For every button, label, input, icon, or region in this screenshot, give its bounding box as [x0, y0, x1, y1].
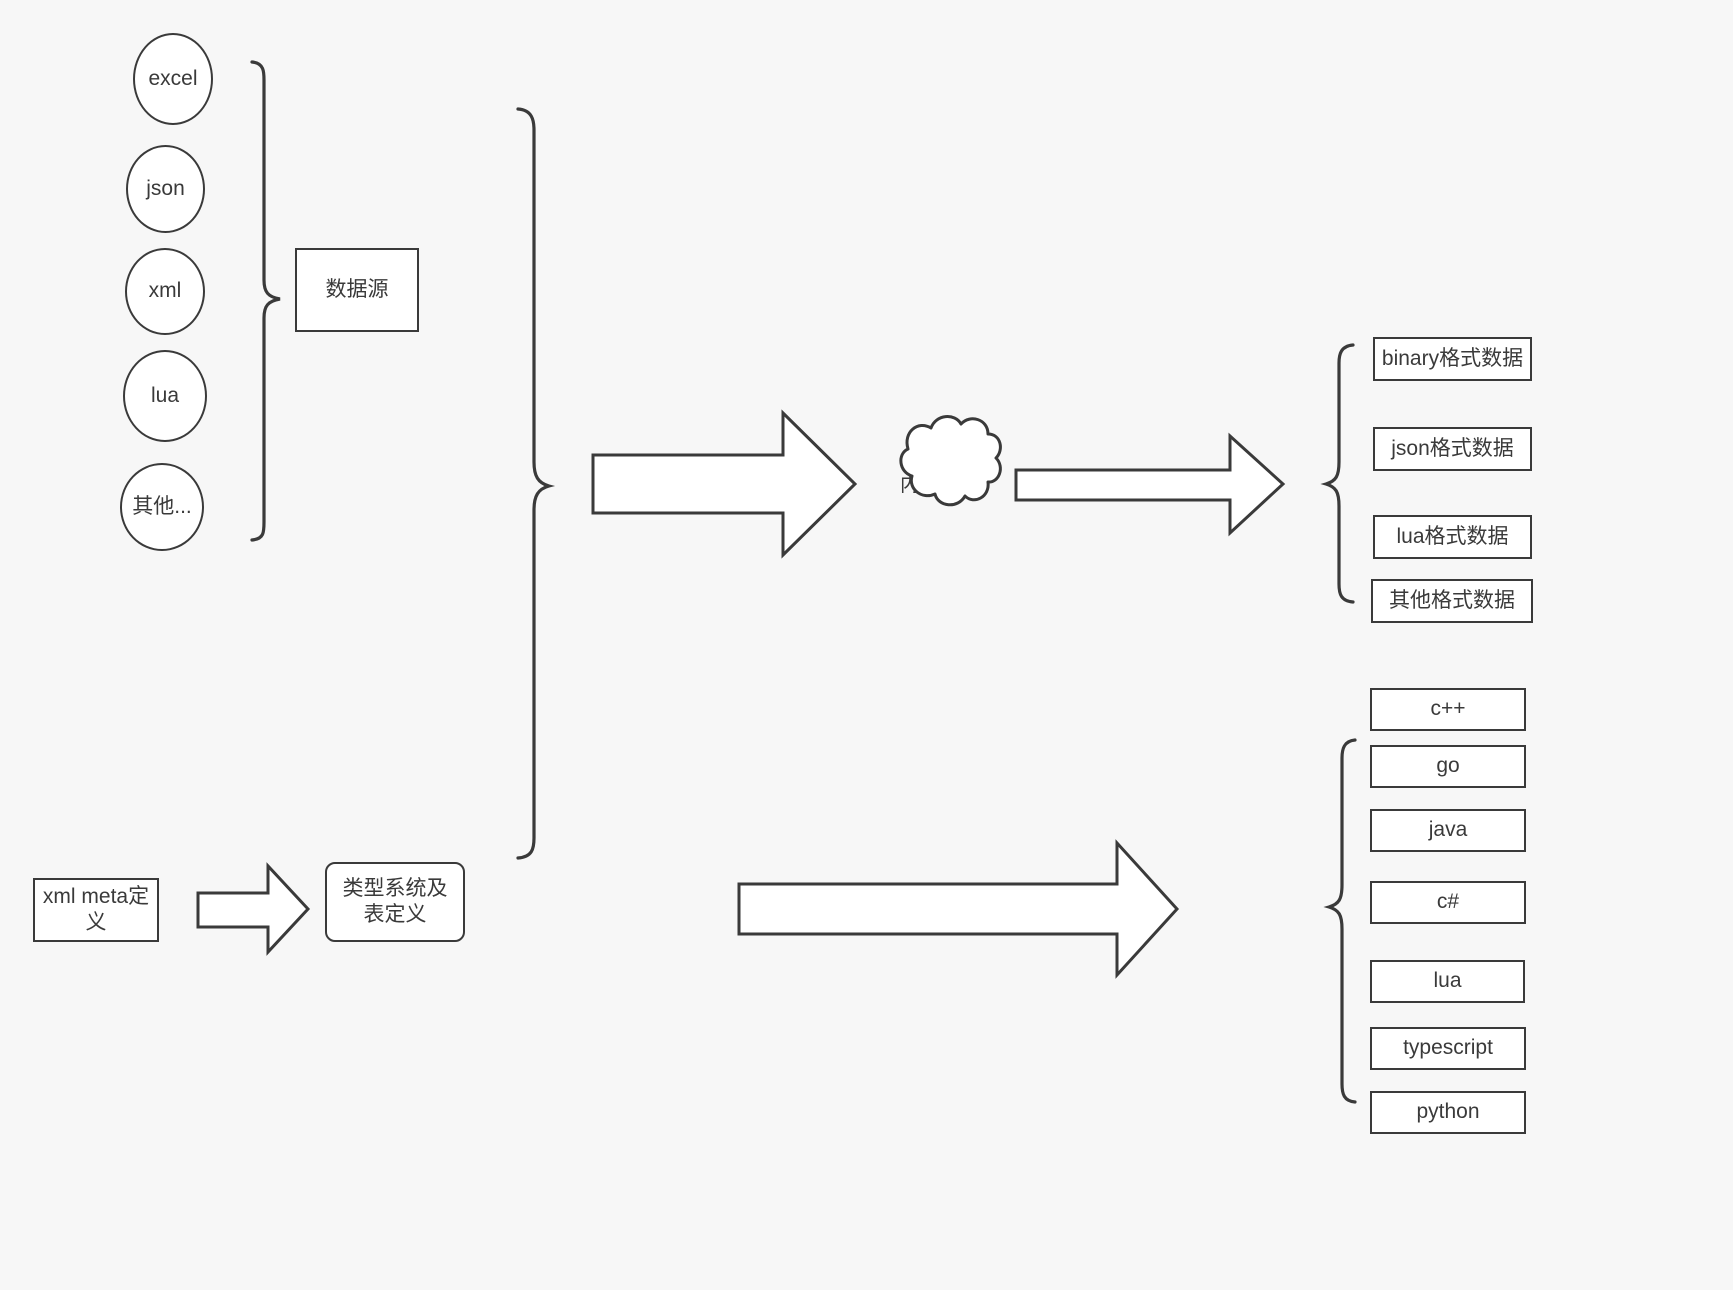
data-source-label: 数据源: [325, 277, 389, 301]
source-node-xml[interactable]: xml: [125, 248, 205, 335]
type-system-label: 类型系统及表定义: [342, 876, 448, 926]
pipeline-input-brace: [516, 107, 556, 860]
source-node-json[interactable]: json: [126, 145, 205, 233]
language-label: c++: [1430, 697, 1466, 721]
language-label: typescript: [1403, 1036, 1493, 1060]
source-node-label: json: [146, 176, 185, 200]
compile-arrow-label: 编译: [220, 900, 262, 923]
output-format-box-other[interactable]: 其他格式数据: [1371, 579, 1533, 623]
language-label: python: [1416, 1100, 1480, 1124]
output-format-box-lua[interactable]: lua格式数据: [1373, 515, 1532, 559]
language-group-brace: [1323, 738, 1357, 1104]
codegen-arrow-label: 根据定义生成代码: [847, 900, 1015, 923]
source-node-label: xml: [148, 279, 182, 303]
load-parse-arrow: [591, 409, 858, 559]
source-node-excel[interactable]: excel: [133, 33, 213, 125]
filter-arrow-label: 校验、分组、标签过滤: [1028, 474, 1238, 497]
output-format-label: json格式数据: [1391, 436, 1514, 460]
source-node-label: lua: [150, 383, 180, 407]
language-box-csharp[interactable]: c#: [1370, 881, 1526, 924]
filter-arrow: [1014, 432, 1286, 537]
internal-data-cloud-label: 内部数据: [900, 473, 980, 496]
language-label: go: [1436, 754, 1460, 778]
data-format-group-brace: [1320, 343, 1355, 604]
output-format-label: lua格式数据: [1396, 524, 1509, 548]
output-format-box-binary[interactable]: binary格式数据: [1373, 337, 1532, 381]
language-box-python[interactable]: python: [1370, 1091, 1526, 1134]
xml-meta-label: xml meta定义: [42, 884, 150, 934]
language-label: java: [1428, 818, 1468, 842]
source-node-label: excel: [148, 66, 198, 90]
source-node-lua[interactable]: lua: [123, 350, 207, 442]
language-box-typescript[interactable]: typescript: [1370, 1027, 1526, 1070]
output-format-label: 其他格式数据: [1389, 588, 1515, 612]
xml-meta-box[interactable]: xml meta定义: [33, 878, 159, 942]
language-box-go[interactable]: go: [1370, 745, 1526, 788]
output-format-box-json[interactable]: json格式数据: [1373, 427, 1532, 471]
source-node-other[interactable]: 其他...: [120, 463, 204, 551]
codegen-arrow: [737, 839, 1180, 979]
output-format-label: binary格式数据: [1381, 346, 1524, 370]
type-system-box[interactable]: 类型系统及表定义: [325, 862, 465, 942]
language-box-cpp[interactable]: c++: [1370, 688, 1526, 731]
source-group-brace: [250, 60, 281, 542]
language-label: c#: [1436, 890, 1460, 914]
internal-data-cloud: [899, 415, 1002, 507]
data-source-box[interactable]: 数据源: [295, 248, 419, 332]
language-box-java[interactable]: java: [1370, 809, 1526, 852]
source-node-label: 其他...: [132, 494, 192, 518]
language-label: lua: [1433, 969, 1462, 993]
load-parse-arrow-label: 加载和解析: [662, 474, 768, 497]
language-box-lua[interactable]: lua: [1370, 960, 1525, 1003]
compile-arrow: [196, 862, 311, 956]
